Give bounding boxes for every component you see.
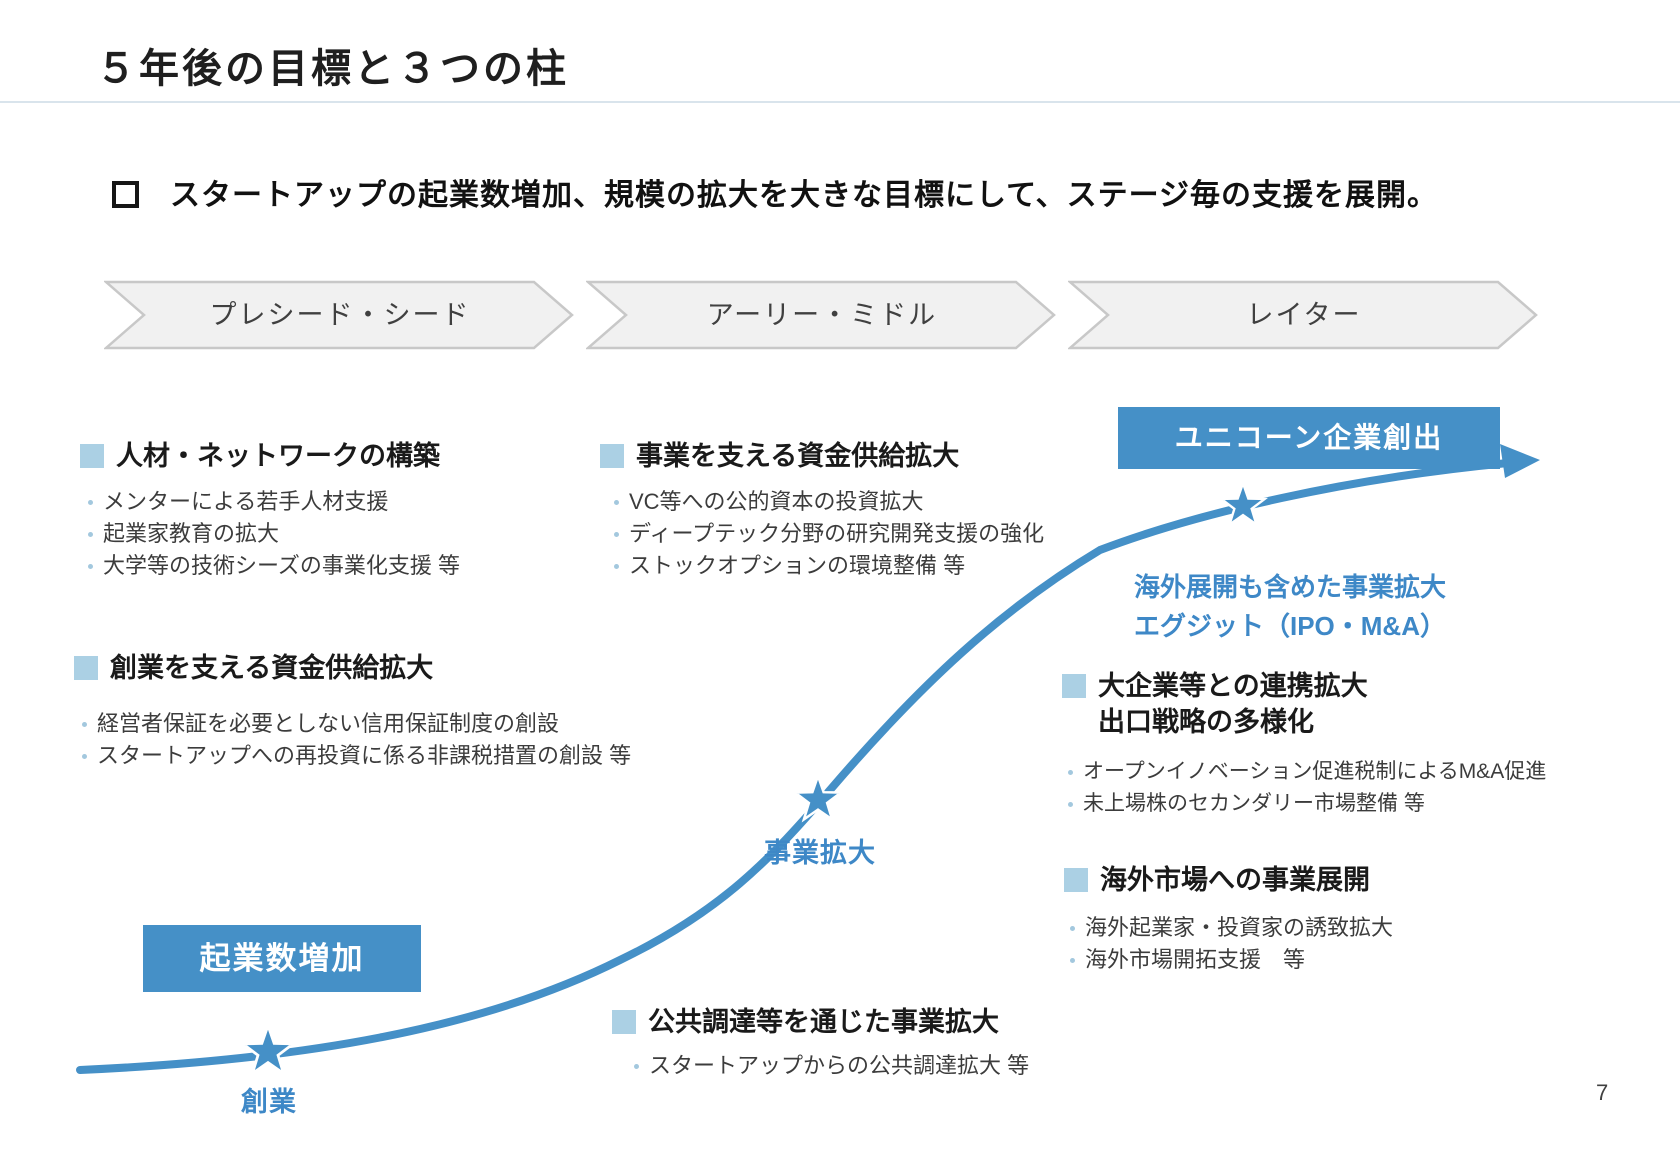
list-item-text: ディープテック分野の研究開発支援の強化 — [629, 521, 1045, 546]
list-item-text: スタートアップへの再投資に係る非課税措置の創設 等 — [97, 743, 632, 768]
list-item-text: 経営者保証を必要としない信用保証制度の創設 — [97, 711, 560, 736]
list-item: ストックオプションの環境整備 等 — [614, 550, 1044, 582]
bullet-dot-icon — [614, 500, 619, 505]
list-item-text: 海外起業家・投資家の誘致拡大 — [1085, 915, 1394, 940]
unicorn-creation-box: ユニコーン企業創出 — [1118, 407, 1500, 469]
bullet-dot-icon — [614, 532, 619, 537]
bullet-dot-icon — [88, 532, 93, 537]
star-icon-expansion — [791, 772, 845, 823]
section-heading-funding-business: 事業を支える資金供給拡大 — [600, 438, 959, 474]
section-heading-line2: 出口戦略の多様化 — [1098, 707, 1314, 737]
lead-bullet-square-icon — [112, 181, 139, 208]
section-heading-text: 事業を支える資金供給拡大 — [636, 441, 960, 471]
section-heading-text: 公共調達等を通じた事業拡大 — [648, 1007, 999, 1037]
bullet-dot-icon — [88, 564, 93, 569]
section-marker-icon — [80, 444, 104, 468]
section-heading-text: 大企業等との連携拡大 出口戦略の多様化 — [1098, 668, 1368, 740]
section-items-overseas-market: 海外起業家・投資家の誘致拡大 海外市場開拓支援 等 — [1070, 912, 1393, 976]
section-marker-icon — [74, 656, 98, 680]
founding-label: 創業 — [241, 1087, 297, 1117]
list-item: 海外起業家・投資家の誘致拡大 — [1070, 912, 1393, 944]
list-item: 未上場株のセカンダリー市場整備 等 — [1068, 788, 1546, 820]
section-marker-icon — [1064, 868, 1088, 892]
section-heading-talent-network: 人材・ネットワークの構築 — [80, 438, 440, 474]
page-number: 7 — [1596, 1080, 1609, 1105]
s-curve-line — [76, 459, 1512, 1074]
bullet-dot-icon — [634, 1064, 639, 1069]
stage-chevron-label: アーリー・ミドル — [706, 300, 938, 330]
section-heading-text: 人材・ネットワークの構築 — [116, 441, 440, 471]
section-marker-icon — [600, 444, 624, 468]
stage-chevron-later: レイター — [1068, 280, 1540, 350]
section-heading-overseas-market: 海外市場への事業展開 — [1064, 862, 1370, 898]
bullet-dot-icon — [82, 722, 87, 727]
stage-chevron-early-middle: アーリー・ミドル — [586, 280, 1058, 350]
section-marker-icon — [612, 1010, 636, 1034]
list-item-text: 起業家教育の拡大 — [103, 521, 280, 546]
title-divider — [0, 101, 1680, 103]
list-item: 経営者保証を必要としない信用保証制度の創設 — [82, 708, 631, 740]
section-items-public-procurement: スタートアップからの公共調達拡大 等 — [634, 1050, 1029, 1082]
list-item: 起業家教育の拡大 — [88, 518, 460, 550]
list-item: 大学等の技術シーズの事業化支援 等 — [88, 550, 460, 582]
section-heading-text: 創業を支える資金供給拡大 — [110, 653, 434, 683]
section-heading-partnership-exit: 大企業等との連携拡大 出口戦略の多様化 — [1062, 668, 1368, 740]
list-item-text: 海外市場開拓支援 等 — [1085, 947, 1306, 972]
bullet-dot-icon — [614, 564, 619, 569]
chevron-shape-icon — [104, 280, 574, 350]
bullet-dot-icon — [1068, 802, 1073, 807]
section-marker-icon — [1062, 674, 1086, 698]
list-item-text: メンターによる若手人材支援 — [103, 489, 389, 514]
star-icon-founding — [238, 1021, 298, 1077]
business-expansion-label: 事業拡大 — [764, 838, 876, 868]
star-icon-unicorn — [1217, 479, 1269, 528]
section-items-partnership-exit: オープンイノベーション促進税制によるM&A促進 未上場株のセカンダリー市場整備 … — [1068, 756, 1546, 820]
chevron-shape-icon — [586, 280, 1056, 350]
list-item-text: オープンイノベーション促進税制によるM&A促進 — [1083, 760, 1547, 783]
section-items-funding-founding: 経営者保証を必要としない信用保証制度の創設 スタートアップへの再投資に係る非課税… — [82, 708, 631, 772]
stage-chevron-label: プレシード・シード — [209, 300, 471, 330]
bullet-dot-icon — [1070, 958, 1075, 963]
stage-chevron-label: レイター — [1246, 300, 1362, 330]
list-item: ディープテック分野の研究開発支援の強化 — [614, 518, 1044, 550]
list-item: VC等への公的資本の投資拡大 — [614, 486, 1044, 518]
section-heading-text: 海外市場への事業展開 — [1100, 865, 1370, 895]
list-item-text: 未上場株のセカンダリー市場整備 等 — [1083, 792, 1425, 815]
section-items-funding-business: VC等への公的資本の投資拡大 ディープテック分野の研究開発支援の強化 ストックオ… — [614, 486, 1044, 582]
bullet-dot-icon — [88, 500, 93, 505]
lead-text: スタートアップの起業数増加、規模の拡大を大きな目標にして、ステージ毎の支援を展開… — [170, 179, 1438, 212]
section-items-talent-network: メンターによる若手人材支援 起業家教育の拡大 大学等の技術シーズの事業化支援 等 — [88, 486, 460, 582]
list-item: スタートアップへの再投資に係る非課税措置の創設 等 — [82, 740, 631, 772]
overseas-exit-note-line2: エグジット（IPO・M&A） — [1133, 611, 1446, 641]
section-heading-line1: 大企業等との連携拡大 — [1098, 671, 1368, 701]
list-item: 海外市場開拓支援 等 — [1070, 944, 1393, 976]
bullet-dot-icon — [1068, 770, 1073, 775]
stage-chevron-preseed: プレシード・シード — [104, 280, 576, 350]
list-item: オープンイノベーション促進税制によるM&A促進 — [1068, 756, 1546, 788]
bullet-dot-icon — [82, 754, 87, 759]
overseas-exit-note-line1: 海外展開も含めた事業拡大 — [1133, 572, 1446, 602]
list-item-text: スタートアップからの公共調達拡大 等 — [649, 1053, 1030, 1078]
list-item-text: 大学等の技術シーズの事業化支援 等 — [103, 553, 461, 578]
list-item-text: VC等への公的資本の投資拡大 — [629, 489, 924, 514]
bullet-dot-icon — [1070, 926, 1075, 931]
section-heading-funding-founding: 創業を支える資金供給拡大 — [74, 650, 433, 686]
page-title: ５年後の目標と３つの柱 — [96, 47, 569, 91]
arrowhead-icon — [1500, 444, 1540, 478]
section-heading-public-procurement: 公共調達等を通じた事業拡大 — [612, 1004, 999, 1040]
list-item: メンターによる若手人材支援 — [88, 486, 460, 518]
list-item: スタートアップからの公共調達拡大 等 — [634, 1050, 1029, 1082]
list-item-text: ストックオプションの環境整備 等 — [629, 553, 966, 578]
chevron-shape-icon — [1068, 280, 1538, 350]
startup-count-increase-box: 起業数増加 — [143, 925, 421, 992]
overseas-exit-note: 海外展開も含めた事業拡大 エグジット（IPO・M&A） — [1075, 568, 1505, 646]
